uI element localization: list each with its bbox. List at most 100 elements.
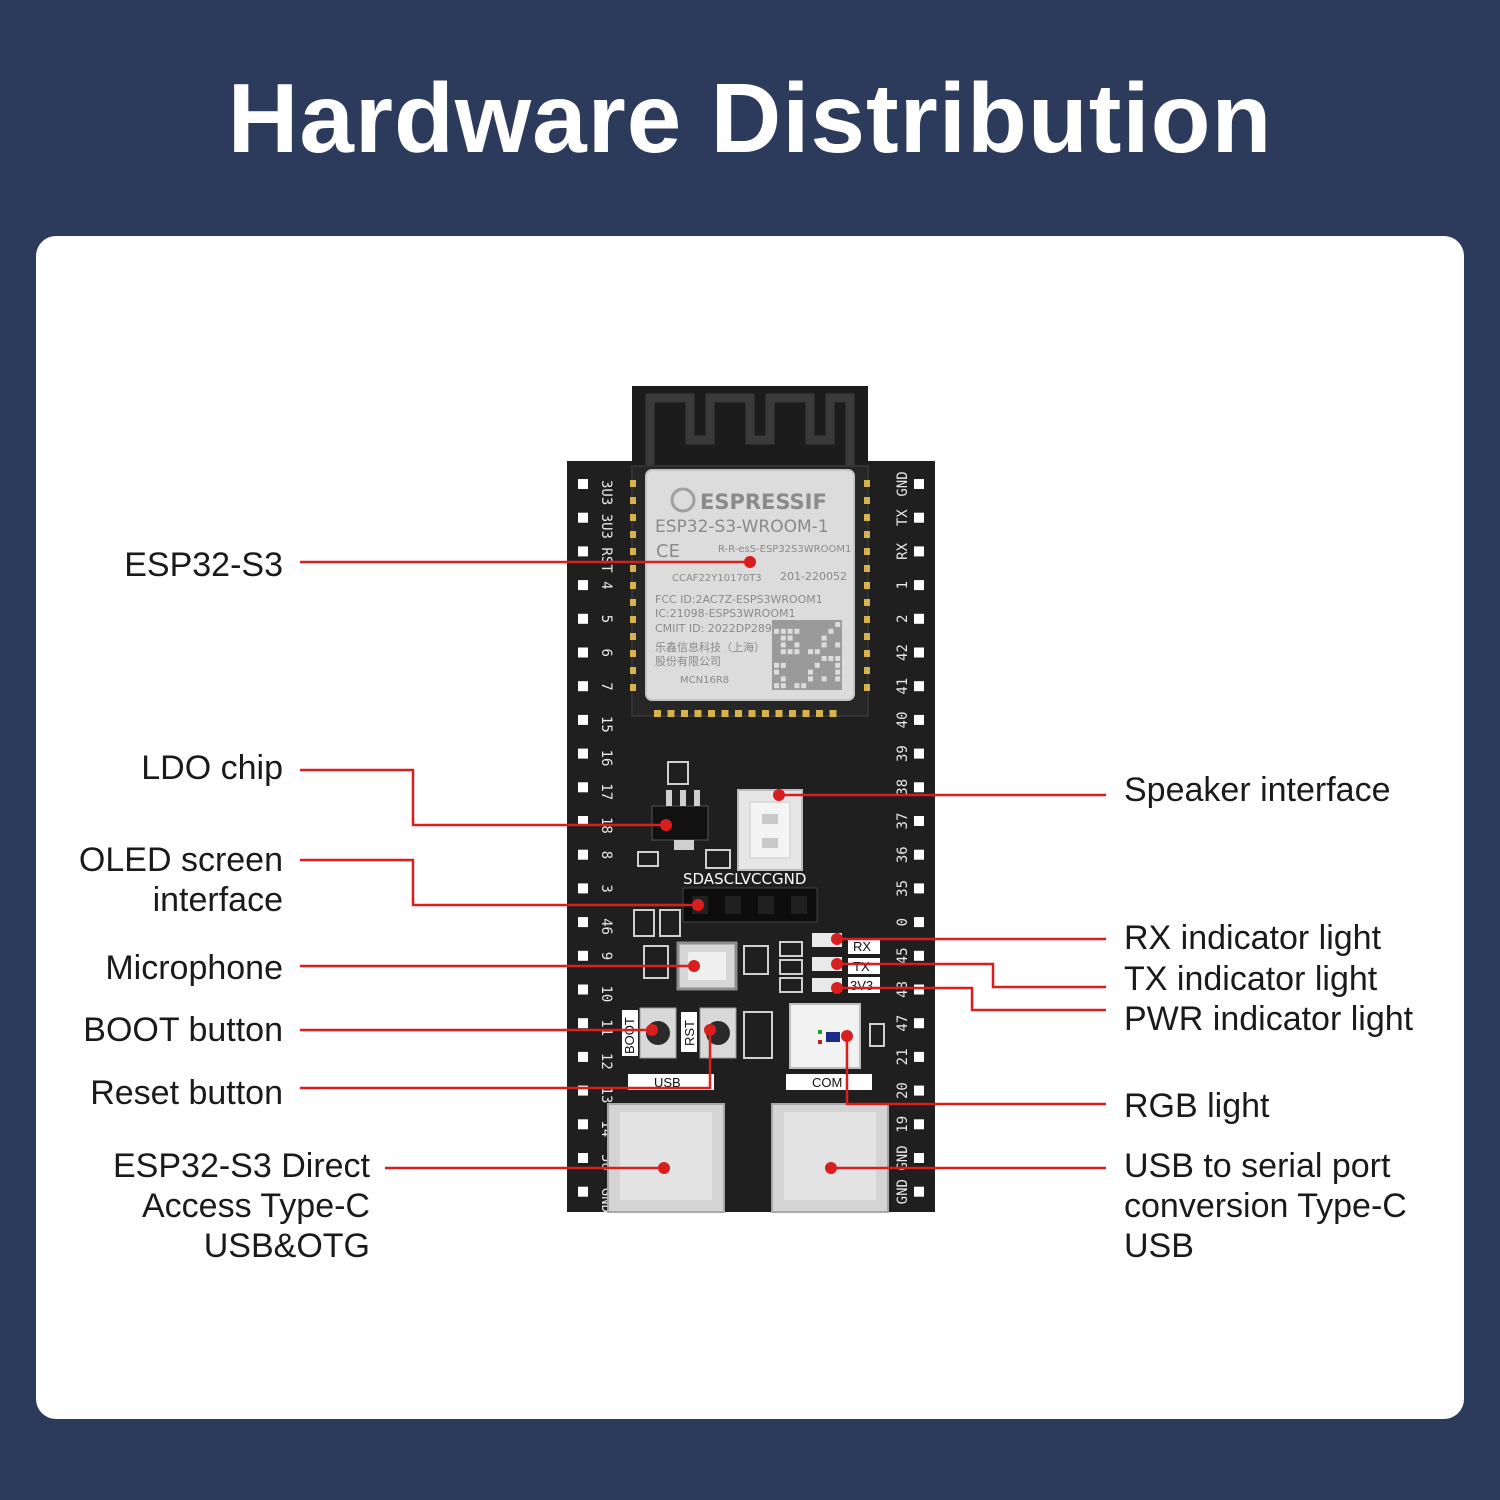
pin-pad — [914, 782, 924, 793]
right-pin-label: 40 — [895, 711, 911, 728]
left-pin-label: 10 — [598, 986, 614, 1003]
module-pad — [630, 616, 636, 623]
pin-pad — [578, 1186, 588, 1197]
module-pad — [864, 548, 870, 555]
module-pad — [630, 548, 636, 555]
qr-cell — [780, 642, 786, 648]
qr-cell — [774, 628, 779, 634]
label-oled-2: interface — [152, 881, 283, 919]
label-serial-3: USB — [1124, 1227, 1194, 1265]
qr-cell — [794, 649, 800, 655]
antenna-trace — [645, 393, 855, 472]
qr-cell — [780, 628, 786, 634]
pin-pad — [914, 1051, 924, 1062]
pin-pad — [914, 1085, 924, 1096]
pin-pad — [578, 1153, 588, 1163]
module-pad — [630, 633, 636, 640]
label-mic: Microphone — [105, 949, 283, 987]
ce-mark: CE — [656, 541, 680, 562]
module-pad — [864, 650, 870, 657]
right-pin-label: 38 — [895, 779, 911, 796]
right-pin-label: 1 — [895, 581, 911, 589]
pin-pad — [578, 917, 588, 928]
module-pad — [802, 710, 810, 717]
left-pin-dots — [578, 479, 588, 1197]
module-pad — [864, 514, 870, 521]
label-pwr: PWR indicator light — [1124, 1000, 1414, 1038]
module-pad — [630, 667, 636, 674]
pin-pad — [578, 512, 588, 523]
module-pad — [748, 710, 756, 717]
module-pad — [864, 480, 870, 487]
qr-cell — [780, 683, 786, 689]
qr-cell — [787, 628, 793, 634]
module-pad — [721, 710, 729, 717]
leader-pwr — [837, 986, 1106, 1012]
leader-tx — [837, 962, 1106, 989]
module-pad — [667, 710, 675, 717]
rx-silk: RX — [853, 939, 871, 954]
right-pin-label: 47 — [895, 1015, 911, 1032]
pin-pad — [578, 984, 588, 995]
com-silk: COM — [812, 1075, 842, 1090]
label-tx: TX indicator light — [1124, 960, 1378, 998]
pin-pad — [914, 681, 924, 692]
capacitor — [637, 851, 659, 867]
right-pin-label: RX — [895, 542, 911, 559]
left-pin-label: 16 — [598, 750, 614, 767]
pin-pad — [578, 1018, 588, 1029]
module-line7: 乐鑫信息科技（上海） — [655, 640, 765, 654]
pin-pad — [914, 748, 924, 759]
label-serial-2: conversion Type-C — [1124, 1187, 1407, 1225]
module-pad — [630, 531, 636, 538]
module-pad — [630, 565, 636, 572]
capacitor — [705, 849, 731, 869]
label-reset: Reset button — [90, 1074, 283, 1112]
qr-cell — [794, 683, 800, 689]
usb-silk: USB — [654, 1075, 681, 1090]
right-pin-label: 21 — [895, 1048, 911, 1065]
pin-pad — [578, 782, 588, 793]
module-pad — [708, 710, 715, 717]
right-pin-label: 35 — [895, 880, 911, 897]
qr-cell — [835, 642, 841, 648]
module-line8: 股份有限公司 — [655, 654, 721, 668]
pin-pad — [578, 849, 588, 860]
module-pad — [864, 531, 870, 538]
label-direct-2: Access Type-C — [141, 1187, 370, 1225]
left-pin-label: 7 — [598, 682, 614, 690]
leader-rgb — [845, 1036, 1106, 1106]
module-pad — [789, 710, 796, 717]
right-pin-label: 48 — [895, 981, 911, 998]
pin-pad — [914, 512, 924, 523]
qr-cell — [774, 662, 779, 668]
pin-pad — [578, 1085, 588, 1096]
qr-cell — [780, 662, 786, 668]
qr-cell — [787, 635, 793, 641]
page-title: Hardware Distribution — [227, 63, 1273, 173]
label-direct-1: ESP32-S3 Direct — [113, 1147, 370, 1185]
tx-silk: TX — [853, 959, 870, 974]
leader-ldo — [300, 768, 666, 827]
left-pin-label: 12 — [598, 1053, 614, 1070]
module-pad — [630, 497, 636, 504]
pin-pad — [578, 580, 588, 591]
left-pin-label: 3U3 — [598, 480, 614, 505]
pin-pad — [578, 1051, 588, 1062]
qr-cell — [835, 622, 841, 627]
qr-cell — [835, 669, 841, 675]
module-pad — [864, 565, 870, 572]
right-pin-label: 39 — [895, 745, 911, 762]
left-pin-label: 3U3 — [598, 514, 614, 539]
qr-cell — [821, 676, 827, 682]
pin-pad — [914, 816, 924, 826]
label-boot: BOOT button — [83, 1011, 283, 1049]
qr-cell — [828, 656, 834, 661]
right-pin-label: 0 — [895, 918, 911, 926]
left-pin-labels: 3U33U3RST4567151617188346910111213145UGN… — [598, 480, 614, 1213]
module-line9: MCN16R8 — [680, 675, 729, 686]
pin-pad — [578, 613, 588, 624]
qr-cell — [787, 649, 793, 655]
module-model: ESP32-S3-WROOM-1 — [655, 517, 829, 537]
left-pin-label: 6 — [598, 649, 614, 657]
